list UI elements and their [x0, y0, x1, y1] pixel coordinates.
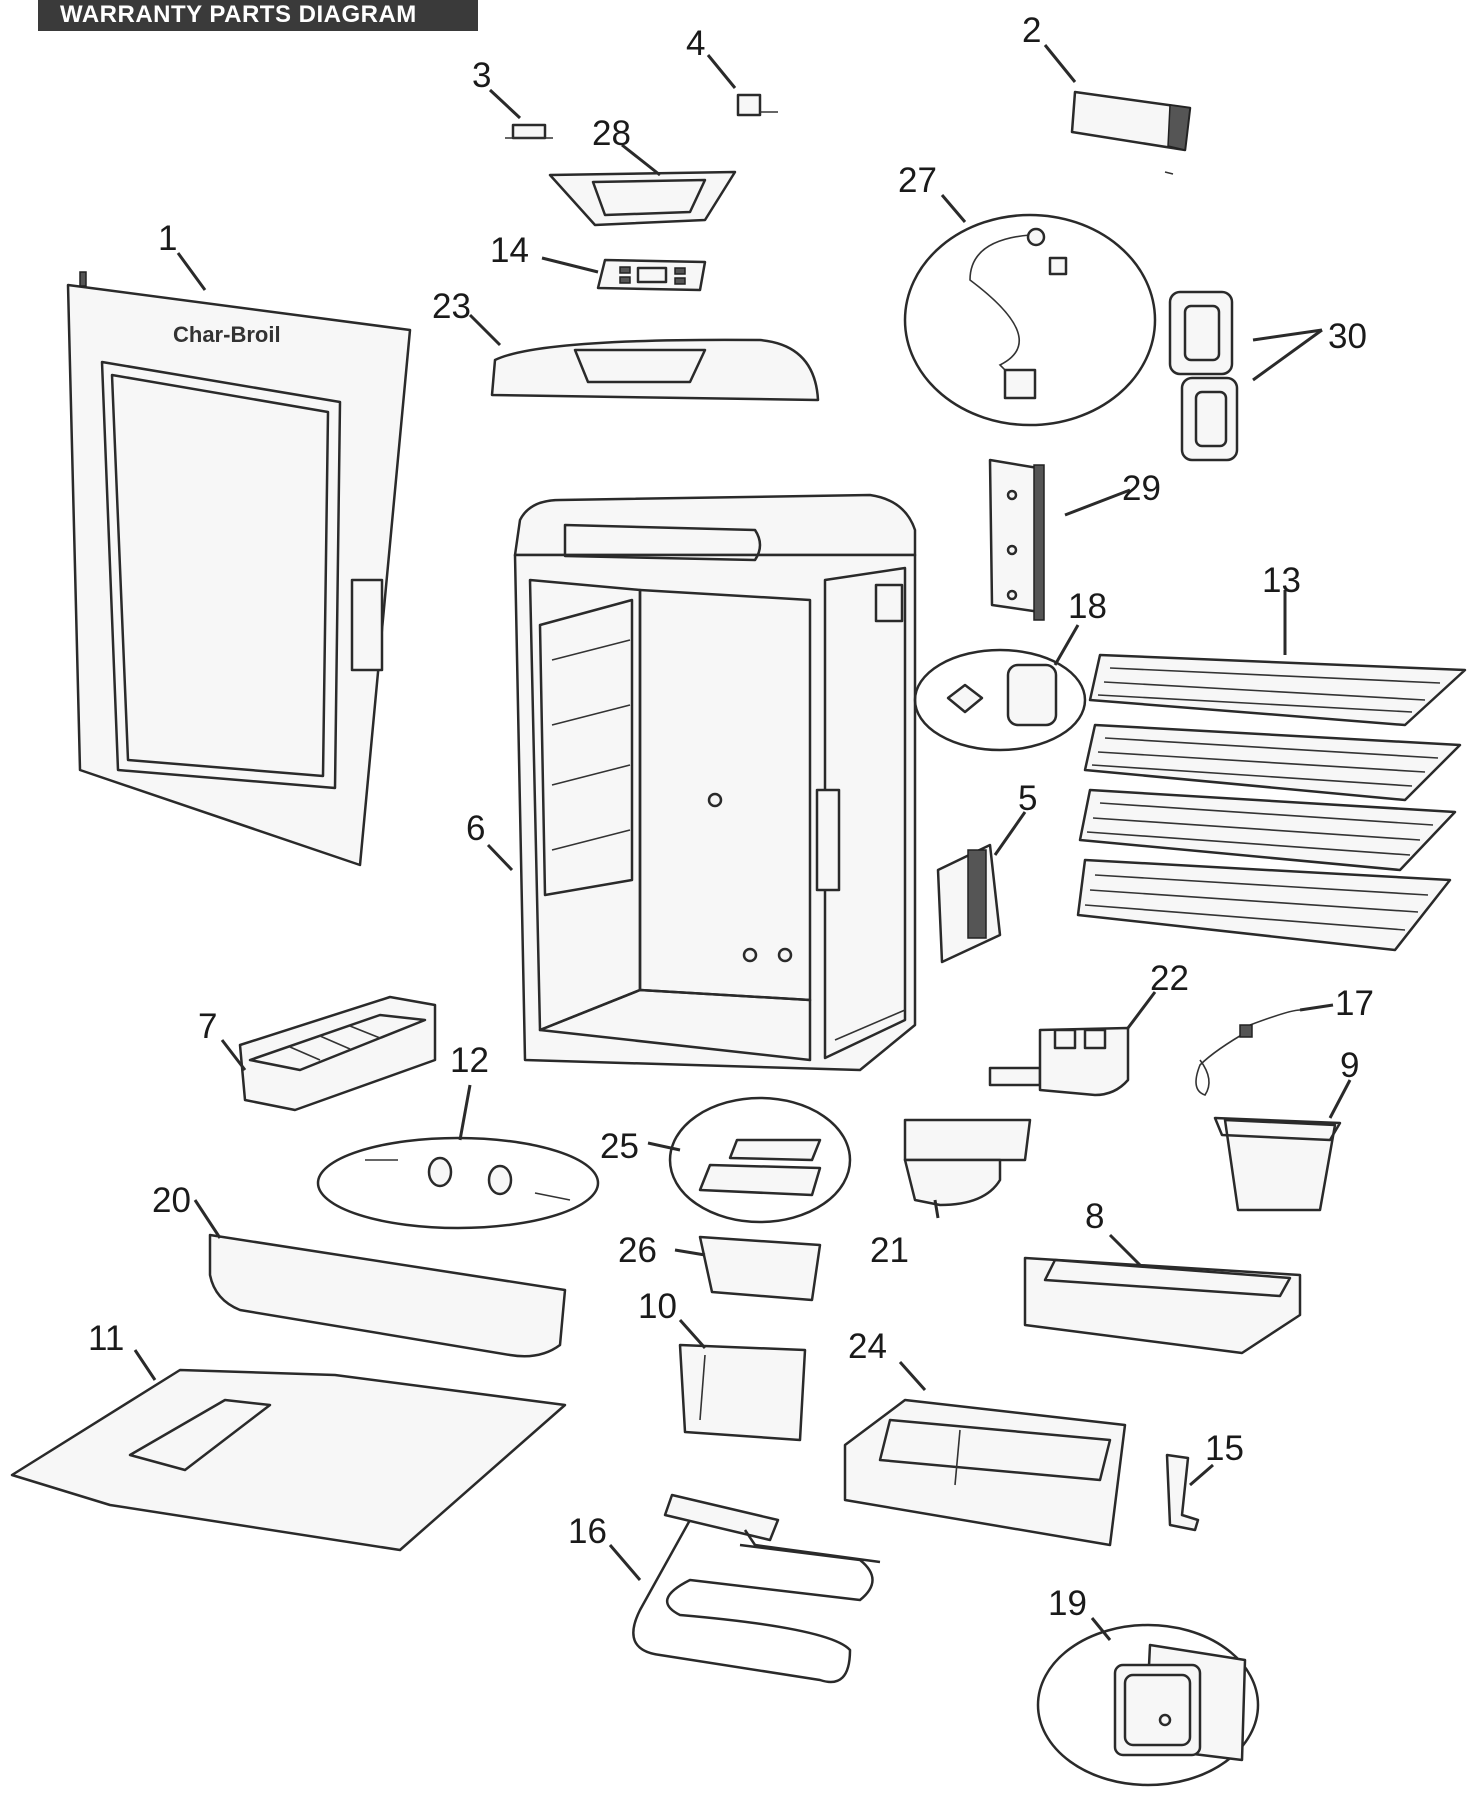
part-12-wheel-kit[interactable] [316, 1136, 600, 1230]
part-15-bracket[interactable] [1165, 1453, 1200, 1532]
callout-14: 14 [490, 231, 529, 270]
part-6-cabinet[interactable] [513, 493, 917, 1072]
part-25-control-module[interactable] [668, 1096, 852, 1224]
callout-10: 10 [638, 1287, 677, 1326]
callout-16: 16 [568, 1512, 607, 1551]
part-8-drip-pan[interactable] [1023, 1256, 1302, 1355]
callout-13: 13 [1262, 561, 1301, 600]
leader-lines [133, 44, 1352, 1641]
part-22-chip-holder[interactable] [988, 1026, 1130, 1097]
callout-24: 24 [848, 1327, 887, 1366]
door-logo: Char-Broil [173, 322, 281, 347]
callout-19: 19 [1048, 1584, 1087, 1623]
part-18-vent[interactable] [913, 648, 1087, 752]
callout-27: 27 [898, 161, 937, 200]
part-20-front-trim[interactable] [208, 1233, 567, 1358]
part-19-thermostat[interactable] [1036, 1623, 1260, 1787]
callout-2: 2 [1022, 11, 1041, 50]
callout-30: 30 [1328, 317, 1367, 356]
part-4-clip[interactable] [736, 93, 778, 117]
callout-26: 26 [618, 1231, 657, 1270]
callout-29: 29 [1122, 469, 1161, 508]
diagram-title: WARRANTY PARTS DIAGRAM [38, 0, 478, 31]
callout-numbers: 1 2 3 4 5 6 7 8 9 10 11 12 13 14 15 16 1… [88, 11, 1374, 1623]
part-14-control-board[interactable] [596, 258, 707, 292]
callout-23: 23 [432, 287, 471, 326]
part-17-meat-probe[interactable] [1195, 1009, 1301, 1096]
part-13-racks[interactable] [1076, 653, 1467, 952]
callout-7: 7 [198, 1007, 217, 1046]
part-3-bracket[interactable] [505, 123, 553, 140]
callout-18: 18 [1068, 587, 1107, 626]
part-2-controller-box[interactable] [1070, 90, 1192, 175]
part-23-top-cover[interactable] [490, 338, 820, 402]
callout-20: 20 [152, 1181, 191, 1220]
callout-9: 9 [1340, 1046, 1359, 1085]
part-7-chip-box[interactable] [238, 995, 437, 1112]
part-27-power-cord[interactable] [903, 213, 1157, 427]
callout-5: 5 [1018, 779, 1037, 818]
part-5-bracket[interactable] [936, 843, 1002, 964]
part-16-heating-element[interactable] [632, 1493, 881, 1684]
callout-28: 28 [592, 114, 631, 153]
part-28-bezel[interactable] [548, 170, 737, 227]
part-24-element-tray[interactable] [843, 1398, 1127, 1547]
callout-21: 21 [870, 1231, 909, 1270]
callout-11: 11 [88, 1319, 124, 1358]
callout-25: 25 [600, 1127, 639, 1166]
part-11-bottom-panel[interactable] [10, 1368, 567, 1552]
callout-15: 15 [1205, 1429, 1244, 1468]
callout-12: 12 [450, 1041, 489, 1080]
callout-17: 17 [1335, 984, 1374, 1023]
part-29-hinge[interactable] [988, 458, 1045, 621]
part-21-smoker-box[interactable] [903, 1118, 1032, 1207]
part-9-water-bowl[interactable] [1213, 1116, 1342, 1212]
callout-22: 22 [1150, 959, 1189, 998]
callout-8: 8 [1085, 1197, 1104, 1236]
part-1-door[interactable]: Char-Broil [66, 271, 412, 867]
part-30-latches[interactable] [1168, 290, 1239, 462]
callout-4: 4 [686, 24, 705, 63]
part-10-element-box[interactable] [678, 1343, 807, 1442]
part-26-cover-plate[interactable] [698, 1235, 822, 1302]
callout-1: 1 [158, 219, 177, 258]
callout-3: 3 [472, 56, 491, 95]
callout-6: 6 [466, 809, 485, 848]
